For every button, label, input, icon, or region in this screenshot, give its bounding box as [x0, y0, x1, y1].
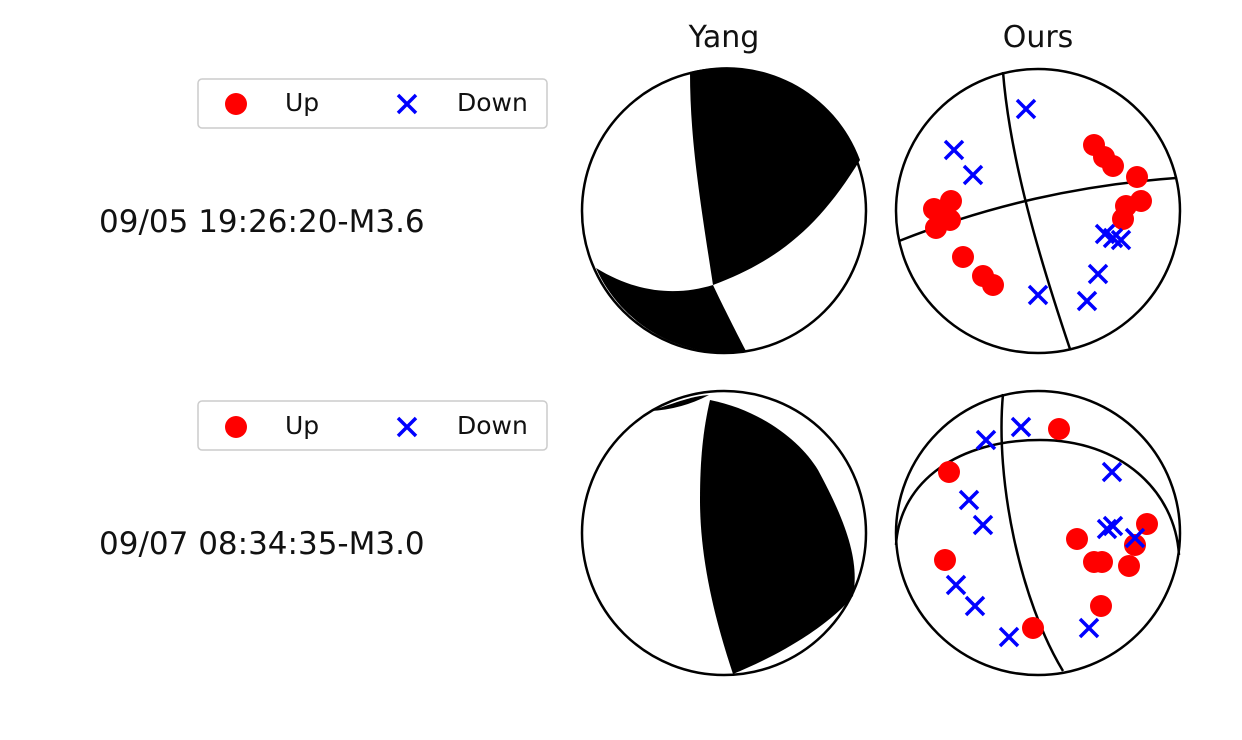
- down-polarity-markers: [945, 416, 1146, 648]
- up-marker-icon: [225, 416, 247, 438]
- yang-beachball-2: [580, 389, 868, 677]
- nodal-plane: [1001, 71, 1072, 350]
- legend-down-label: Down: [457, 411, 528, 440]
- nodal-plane: [1000, 393, 1065, 672]
- up-polarity-markers: [934, 418, 1158, 639]
- event-label-1: 09/05 19:26:20-M3.6: [99, 204, 425, 240]
- column-title-yang: Yang: [688, 20, 760, 55]
- legend-down-label: Down: [457, 88, 528, 117]
- up-polarity-markers: [923, 134, 1152, 296]
- down-polarity-markers: [943, 98, 1132, 312]
- nodal-plane: [894, 438, 1181, 556]
- down-marker-icon: [396, 93, 418, 115]
- ours-beachball-1: [894, 67, 1182, 355]
- legend-row-2: Up Down: [197, 400, 548, 451]
- compressional-quadrant: [651, 395, 709, 411]
- compressional-quadrant: [690, 67, 860, 285]
- event-label-2: 09/07 08:34:35-M3.0: [99, 526, 425, 562]
- compressional-quadrant: [596, 268, 746, 353]
- legend-up-label: Up: [285, 88, 319, 117]
- yang-beachball-1: [580, 67, 868, 355]
- compressional-quadrant: [700, 400, 855, 674]
- up-marker-icon: [225, 93, 247, 115]
- ours-beachball-2: [894, 389, 1182, 677]
- legend-box: [197, 78, 548, 129]
- down-marker-icon: [396, 416, 418, 438]
- legend-up-label: Up: [285, 411, 319, 440]
- legend-box: [197, 400, 548, 451]
- legend-row-1: Up Down: [197, 78, 548, 129]
- column-title-ours: Ours: [1003, 20, 1074, 55]
